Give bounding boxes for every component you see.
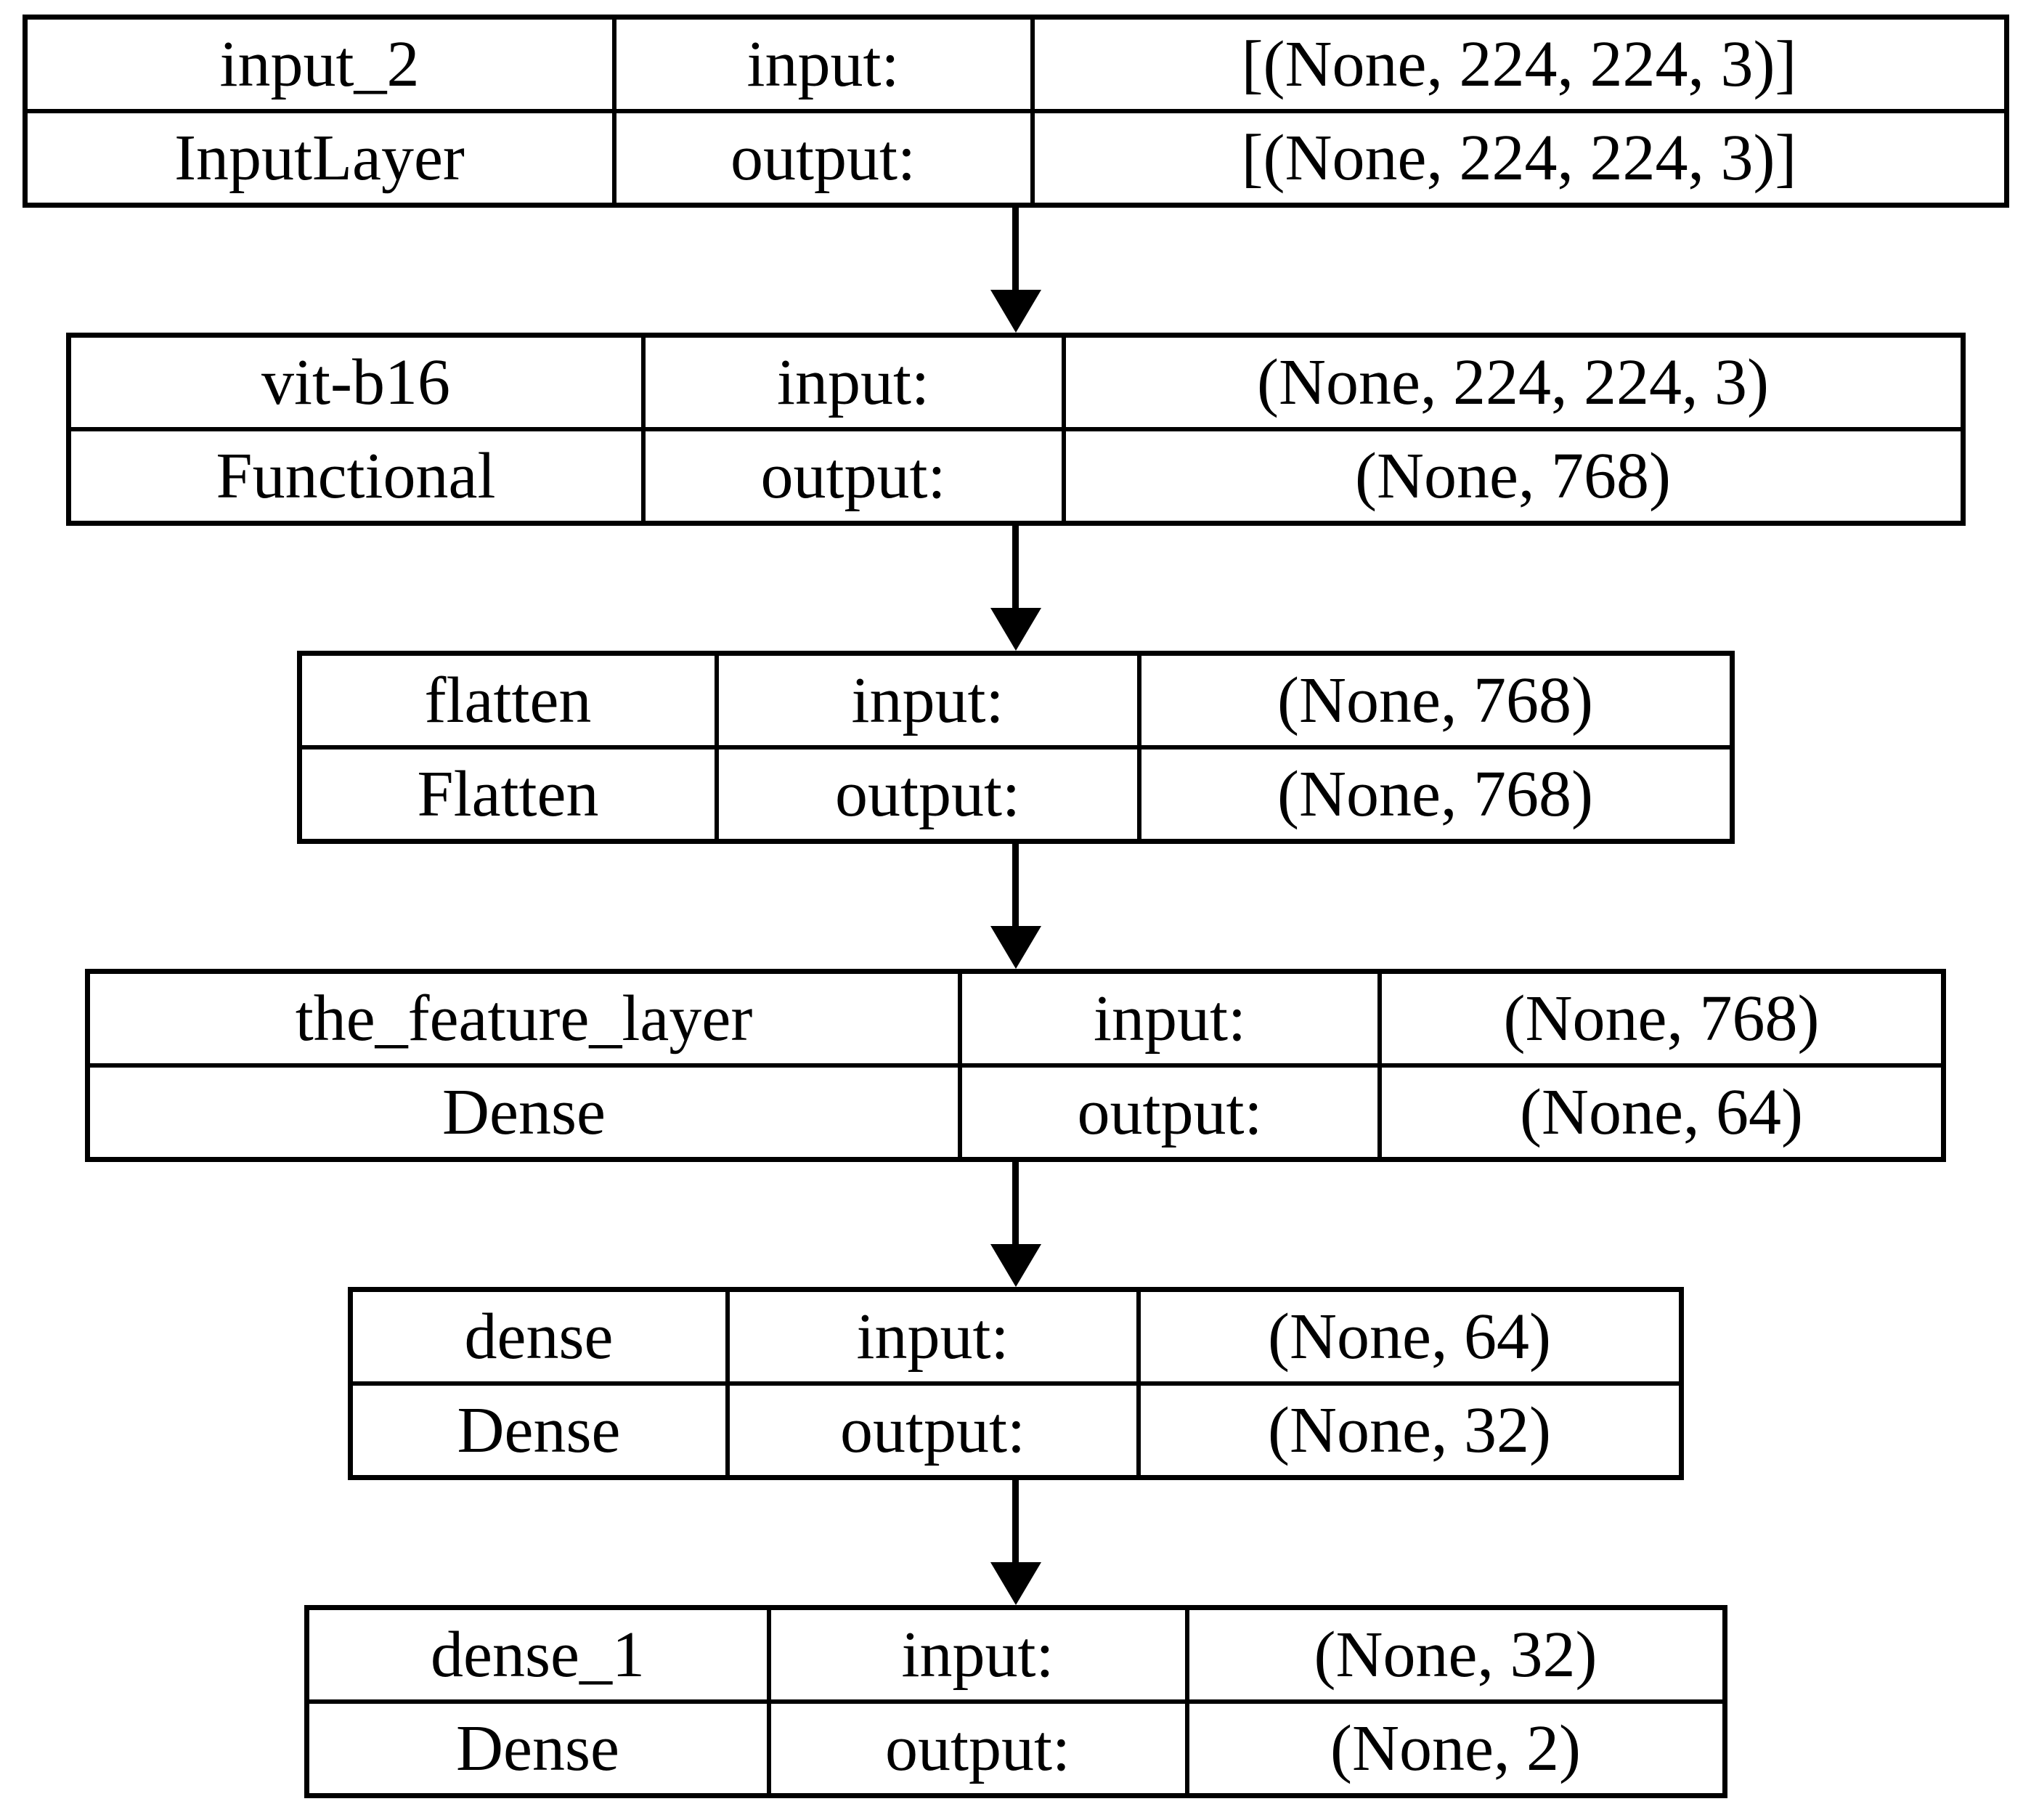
input-label: input: (770, 1610, 1185, 1699)
layer-node-the_feature_layer: the_feature_layer input: (None, 768) Den… (85, 969, 1946, 1162)
input-label: input: (616, 20, 1030, 109)
layer-name: input_2 (27, 20, 612, 109)
output-shape: (None, 32) (1140, 1386, 1679, 1475)
layer-type: Dense (309, 1704, 767, 1793)
layer-node-vit-b16: vit-b16 input: (None, 224, 224, 3) Funct… (65, 333, 1966, 526)
output-label: output: (729, 1386, 1136, 1475)
arrow-down-icon (990, 926, 1041, 969)
input-shape: [(None, 224, 224, 3)] (1034, 20, 2004, 109)
edge-arrow (990, 526, 1041, 651)
output-label: output: (962, 1068, 1377, 1157)
edge-arrow (990, 1162, 1041, 1287)
output-label: output: (645, 431, 1062, 521)
output-shape: (None, 2) (1189, 1704, 1722, 1793)
arrow-down-icon (990, 1562, 1041, 1605)
output-shape: (None, 64) (1382, 1068, 1941, 1157)
input-label: input: (729, 1292, 1136, 1381)
input-label: input: (962, 974, 1377, 1063)
output-label: output: (770, 1704, 1185, 1793)
layer-name: vit-b16 (70, 338, 641, 427)
edge-arrow (990, 1480, 1041, 1605)
arrow-shaft (1012, 1480, 1019, 1562)
arrow-shaft (1012, 1162, 1019, 1244)
output-shape: (None, 768) (1065, 431, 1961, 521)
input-shape: (None, 32) (1189, 1610, 1722, 1699)
input-label: input: (645, 338, 1062, 427)
layer-type: InputLayer (27, 113, 612, 203)
layer-type: Dense (352, 1386, 725, 1475)
layer-name: flatten (301, 656, 715, 745)
layer-node-input_2: input_2 input: [(None, 224, 224, 3)] Inp… (22, 15, 2009, 208)
layer-type: Dense (90, 1068, 958, 1157)
edge-arrow (990, 208, 1041, 333)
layer-type: Flatten (301, 749, 715, 839)
input-shape: (None, 224, 224, 3) (1065, 338, 1961, 427)
arrow-shaft (1012, 526, 1019, 608)
input-shape: (None, 768) (1141, 656, 1730, 745)
arrow-down-icon (990, 290, 1041, 333)
input-shape: (None, 64) (1140, 1292, 1679, 1381)
layer-name: the_feature_layer (90, 974, 958, 1063)
output-shape: (None, 768) (1141, 749, 1730, 839)
edge-arrow (990, 844, 1041, 969)
input-label: input: (718, 656, 1137, 745)
output-shape: [(None, 224, 224, 3)] (1034, 113, 2004, 203)
layer-node-dense: dense input: (None, 64) Dense output: (N… (347, 1287, 1684, 1480)
layer-node-flatten: flatten input: (None, 768) Flatten outpu… (296, 651, 1735, 844)
layer-type: Functional (70, 431, 641, 521)
layer-name: dense (352, 1292, 725, 1381)
output-label: output: (616, 113, 1030, 203)
layer-node-dense_1: dense_1 input: (None, 32) Dense output: … (304, 1605, 1727, 1798)
input-shape: (None, 768) (1382, 974, 1941, 1063)
arrow-shaft (1012, 208, 1019, 290)
layer-name: dense_1 (309, 1610, 767, 1699)
arrow-down-icon (990, 608, 1041, 651)
output-label: output: (718, 749, 1137, 839)
arrow-down-icon (990, 1244, 1041, 1287)
arrow-shaft (1012, 844, 1019, 926)
